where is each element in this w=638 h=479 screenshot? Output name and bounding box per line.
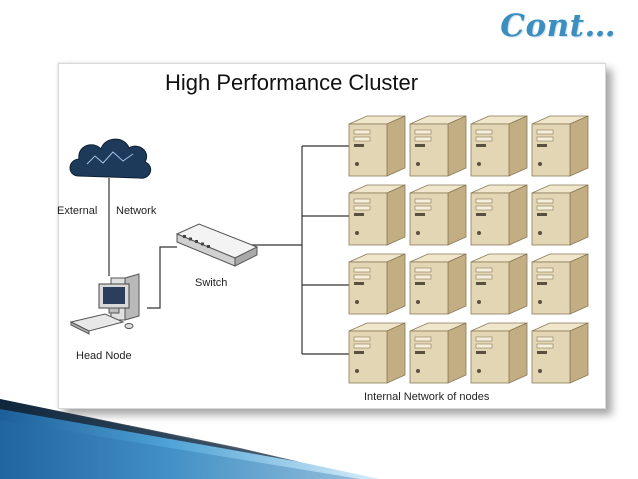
server-icon <box>409 184 467 246</box>
server-icon <box>470 115 528 177</box>
server-icon <box>531 184 589 246</box>
server-icon <box>348 253 406 315</box>
external-label: External <box>57 205 98 217</box>
server-icon <box>470 184 528 246</box>
server-icon <box>409 322 467 384</box>
diagram-title: High Performance Cluster <box>165 70 419 95</box>
internal-network-label: Internal Network of nodes <box>364 391 490 403</box>
slide-title: Cont… <box>500 8 616 44</box>
cluster-diagram: High Performance Cluster External Networ… <box>57 63 606 409</box>
server-icon <box>531 322 589 384</box>
server-grid <box>348 115 589 384</box>
server-icon <box>409 115 467 177</box>
server-icon <box>348 115 406 177</box>
head-node-computer-icon <box>69 273 140 335</box>
network-label: Network <box>116 205 157 217</box>
server-icon <box>348 184 406 246</box>
server-icon <box>531 115 589 177</box>
server-icon <box>470 253 528 315</box>
head-node-label: Head Node <box>76 350 132 362</box>
cloud-icon <box>69 138 152 179</box>
switch-label: Switch <box>195 277 228 289</box>
switch-icon <box>175 223 259 267</box>
server-icon <box>348 322 406 384</box>
connection-lines <box>108 145 351 355</box>
diagram-canvas <box>69 115 589 384</box>
server-icon <box>409 253 467 315</box>
head-to-switch-link <box>147 246 177 309</box>
server-icon <box>470 322 528 384</box>
server-icon <box>531 253 589 315</box>
